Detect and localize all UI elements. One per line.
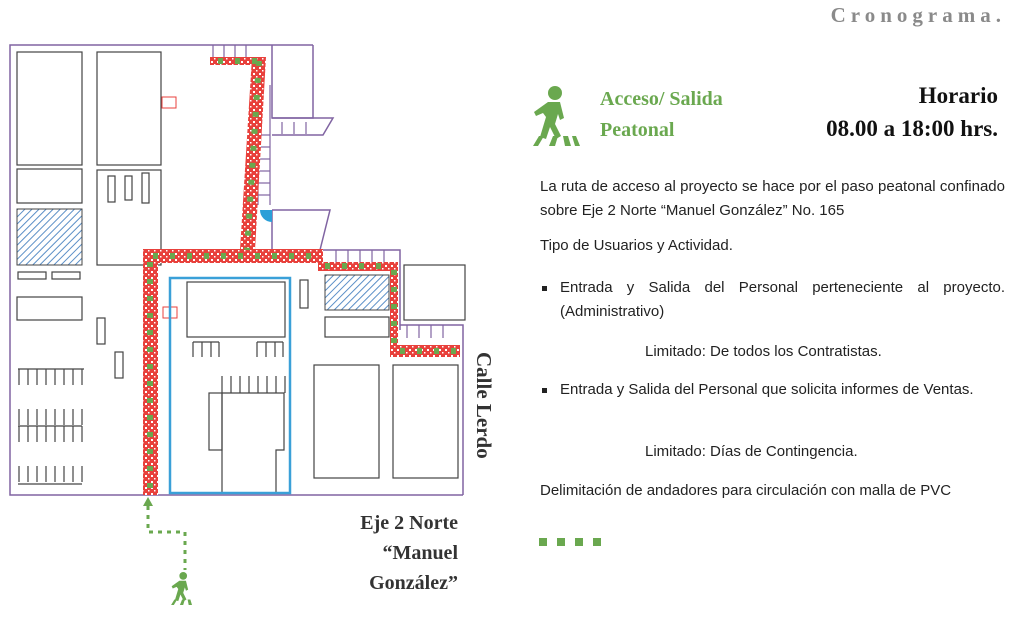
mesh-note: Delimitación de andadores para circulaci… (540, 482, 952, 499)
parking-lines (18, 341, 286, 485)
bullet-item: Entrada y Salida del Personal pertenecie… (540, 276, 1005, 324)
bullet-text: Entrada y Salida del Personal pertenecie… (560, 279, 1005, 320)
bullet-item: Entrada y Salida del Personal que solici… (540, 378, 1005, 402)
access-title-line1: Acceso/ Salida (600, 88, 723, 110)
pedestrian-icon (171, 572, 192, 605)
schedule-hours: 08.00 a 18:00 hrs. (826, 116, 998, 141)
street-label-calle-lerdo: Calle Lerdo (472, 352, 496, 459)
schedule-label: Horario (918, 83, 998, 108)
project-boundary (168, 276, 292, 495)
arrow-up-icon (143, 497, 153, 506)
page-title: Cronograma. (830, 3, 1006, 27)
hatched-area (324, 274, 390, 311)
door-icon (260, 210, 272, 222)
pedestrian-walkway (143, 57, 460, 495)
red-marker (161, 96, 177, 109)
pedestrian-icon (533, 86, 580, 146)
bullet-text: Entrada y Salida del Personal que solici… (560, 381, 974, 398)
bullet-note: Limitado: Días de Contingencia. (645, 443, 858, 460)
hatched-area (16, 208, 83, 266)
access-title-line2: Peatonal (600, 119, 675, 141)
street-label-line: Eje 2 Norte (360, 512, 458, 534)
pvc-mesh-markers (146, 58, 460, 570)
intro-text: La ruta de acceso al proyecto se hace po… (540, 178, 1005, 219)
street-label-line: González” (369, 572, 458, 594)
users-heading: Tipo de Usuarios y Actividad. (540, 237, 733, 254)
site-plan (9, 44, 466, 605)
street-label-line: “Manuel (382, 542, 458, 564)
pvc-mesh-legend (539, 538, 601, 546)
bullet-note: Limitado: De todos los Contratistas. (645, 343, 882, 360)
buildings (16, 51, 466, 492)
street-label-eje-2-norte: Eje 2 Norte “Manuel González” (360, 508, 458, 598)
